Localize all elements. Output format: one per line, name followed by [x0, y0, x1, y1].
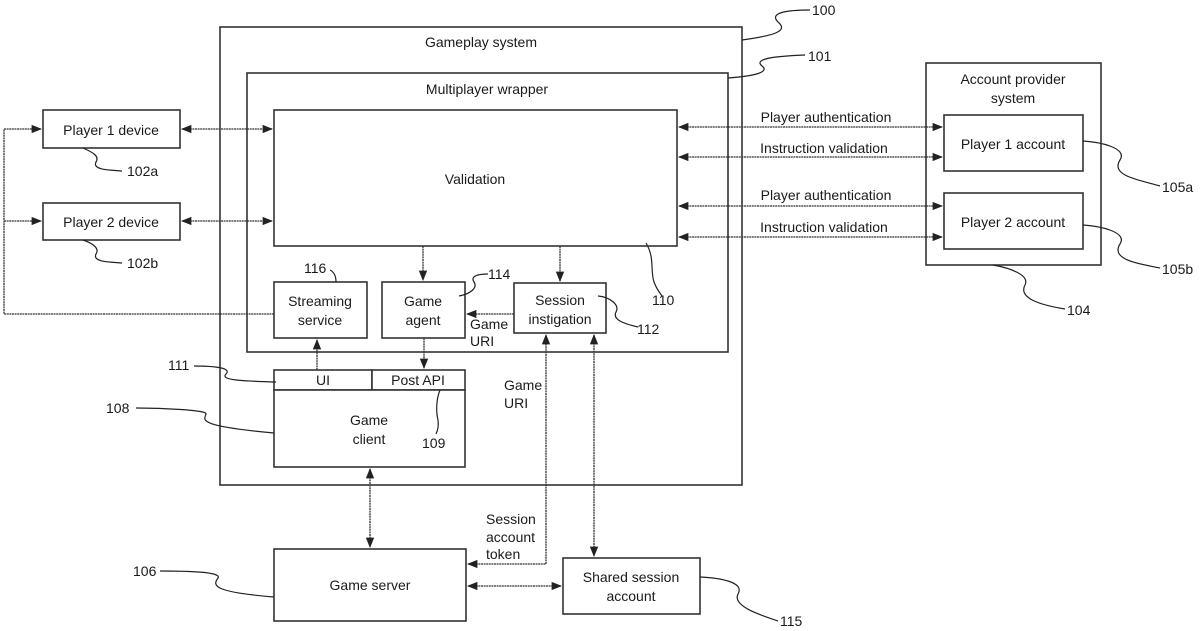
validation-label: Validation [445, 171, 505, 187]
ref-112: 112 [637, 321, 660, 337]
leader-102b [83, 240, 122, 263]
edge-label-game-uri-2b: URI [504, 395, 528, 411]
edge-label-session-token-1: Session [486, 511, 536, 527]
ref-111: 111 [168, 357, 189, 373]
account-provider-label-line2: system [991, 90, 1035, 106]
shared-session-account-box [563, 558, 700, 614]
edge-label-p2-auth: Player authentication [761, 187, 892, 203]
ref-106: 106 [133, 563, 157, 579]
streaming-service-label-line1: Streaming [288, 293, 352, 309]
ref-102b: 102b [127, 255, 158, 271]
ref-105b: 105b [1162, 261, 1193, 277]
ref-110: 110 [652, 292, 675, 308]
game-agent-box [382, 282, 465, 338]
ref-115: 115 [780, 613, 803, 629]
leader-102a [83, 148, 122, 171]
post-api-label: Post API [391, 372, 445, 388]
session-instigation-label-line2: instigation [528, 311, 591, 327]
ref-100: 100 [812, 2, 836, 18]
leader-104 [993, 265, 1065, 309]
session-instigation-label-line1: Session [535, 292, 585, 308]
ref-114: 114 [488, 266, 511, 282]
player2-account-label: Player 2 account [961, 214, 1065, 230]
game-agent-label-line1: Game [404, 293, 442, 309]
leader-106 [160, 571, 274, 597]
player1-account-label: Player 1 account [961, 136, 1065, 152]
ref-108: 108 [106, 400, 130, 416]
edge-label-p1-auth: Player authentication [761, 109, 892, 125]
edge-label-p2-instr: Instruction validation [760, 219, 888, 235]
edge-label-game-uri-1b: URI [470, 333, 494, 349]
shared-session-account-label-line2: account [606, 588, 655, 604]
leader-115 [700, 577, 778, 621]
edge-label-p1-instr: Instruction validation [760, 140, 888, 156]
edge-label-game-uri-2a: Game [504, 377, 542, 393]
edge-label-game-uri-1a: Game [470, 316, 508, 332]
leader-100 [742, 10, 810, 40]
streaming-service-box [274, 282, 367, 338]
multiplayer-wrapper-label: Multiplayer wrapper [426, 81, 548, 97]
account-provider-label-line1: Account provider [960, 71, 1065, 87]
game-server-label: Game server [330, 577, 411, 593]
ref-109: 109 [422, 435, 446, 451]
player1-device-label: Player 1 device [63, 122, 159, 138]
ref-101: 101 [808, 48, 832, 64]
game-client-label-line1: Game [350, 412, 388, 428]
player2-device-label: Player 2 device [63, 214, 159, 230]
edge-label-session-token-2: account [486, 529, 535, 545]
shared-session-account-label-line1: Shared session [583, 569, 680, 585]
game-client-label-line2: client [353, 431, 386, 447]
streaming-service-label-line2: service [298, 312, 343, 328]
ref-104: 104 [1067, 302, 1091, 318]
game-agent-label-line2: agent [405, 312, 440, 328]
gameplay-system-label: Gameplay system [425, 34, 537, 50]
ui-label: UI [316, 372, 330, 388]
edge-label-session-token-3: token [486, 546, 520, 562]
ref-116: 116 [304, 260, 327, 276]
ref-105a: 105a [1162, 179, 1193, 195]
ref-102a: 102a [127, 163, 158, 179]
